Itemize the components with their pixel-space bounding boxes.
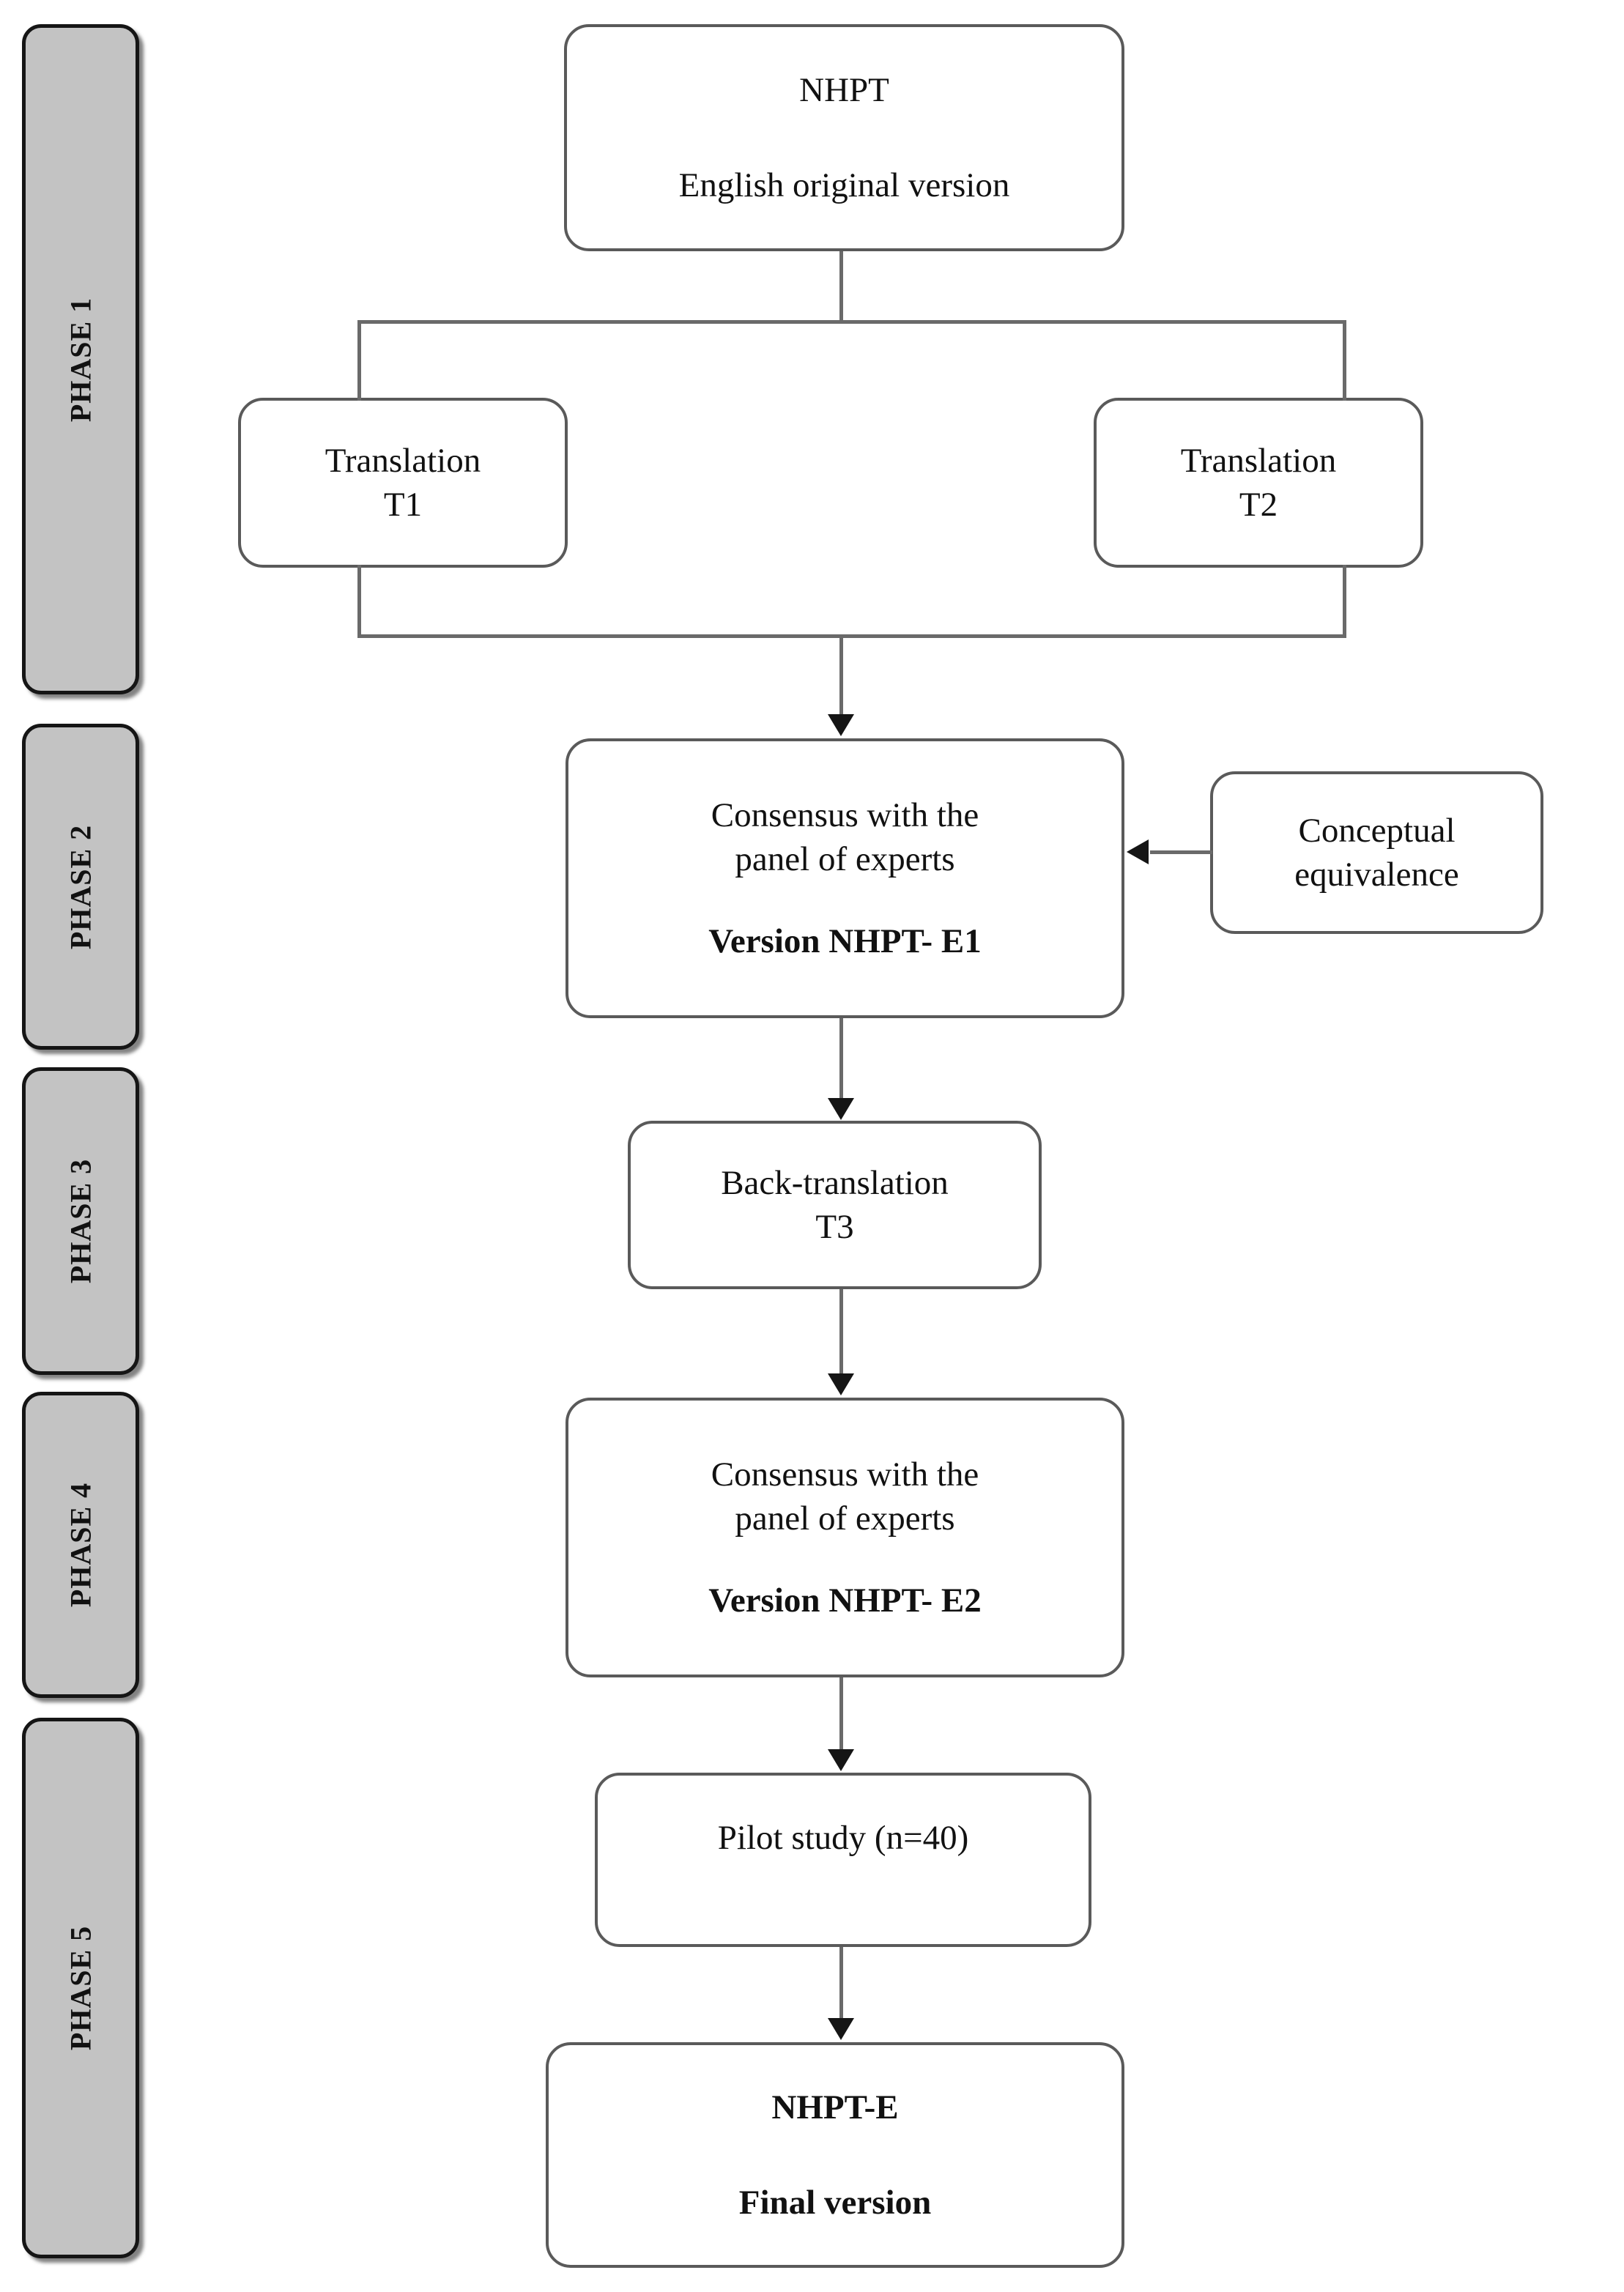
phase-bar-3: PHASE 3	[22, 1067, 139, 1375]
phase-bar-3-label: PHASE 3	[64, 1158, 97, 1284]
node-translation-t2-line1: Translation	[1180, 441, 1337, 480]
arrow-into-consensus-e1	[828, 714, 854, 736]
node-translation-t1-line2: T1	[383, 486, 423, 524]
node-consensus-e1-line2: panel of experts	[735, 839, 955, 878]
connector-split-right-drop	[1343, 320, 1346, 401]
arrow-into-back-translation	[828, 1098, 854, 1120]
node-consensus-e2: Consensus with the panel of experts Vers…	[566, 1398, 1124, 1677]
arrow-into-consensus-e1-side	[1127, 839, 1149, 864]
node-consensus-e1-line1: Consensus with the	[711, 795, 979, 834]
phase-bar-2: PHASE 2	[22, 724, 139, 1050]
arrow-into-pilot-study	[828, 1749, 854, 1771]
node-final-version-subtitle: Final version	[738, 2184, 932, 2222]
node-translation-t1-line1: Translation	[325, 441, 481, 480]
node-source: NHPT English original version	[564, 24, 1124, 251]
connector-split-left-drop	[357, 320, 361, 401]
phase-bar-1-label: PHASE 1	[64, 297, 97, 422]
phase-bar-5-label: PHASE 5	[64, 1925, 97, 2051]
node-final-version: NHPT-E Final version	[546, 2042, 1124, 2268]
node-back-translation-line2: T3	[815, 1208, 854, 1246]
node-consensus-e2-line1: Consensus with the	[711, 1455, 979, 1494]
phase-bar-5: PHASE 5	[22, 1718, 139, 2258]
node-consensus-e2-line2: panel of experts	[735, 1499, 955, 1538]
connector-merge-bus	[357, 634, 1346, 638]
node-back-translation-line1: Back-translation	[721, 1163, 949, 1202]
connector-consensus-e1-to-back-translation	[839, 1018, 843, 1100]
connector-t2-down	[1343, 565, 1346, 638]
node-consensus-e1: Consensus with the panel of experts Vers…	[566, 738, 1124, 1018]
connector-t1-down	[357, 565, 361, 638]
arrow-into-consensus-e2	[828, 1373, 854, 1395]
node-translation-t1: Translation T1	[238, 398, 568, 568]
phase-bar-1: PHASE 1	[22, 24, 139, 694]
node-final-version-title: NHPT-E	[771, 2088, 899, 2126]
connector-pilot-study-to-final-version	[839, 1947, 843, 2020]
node-consensus-e2-version: Version NHPT- E2	[708, 1581, 982, 1620]
phase-bar-4-label: PHASE 4	[64, 1482, 97, 1608]
arrow-into-final-version	[828, 2018, 854, 2040]
connector-conceptual-to-consensus-e1	[1150, 850, 1212, 854]
connector-split-bus	[357, 320, 1346, 324]
node-consensus-e1-version: Version NHPT- E1	[708, 922, 982, 961]
node-source-subtitle: English original version	[678, 166, 1010, 204]
node-pilot-study: Pilot study (n=40)	[595, 1773, 1091, 1947]
node-pilot-study-label: Pilot study (n=40)	[717, 1819, 969, 1857]
phase-bar-4: PHASE 4	[22, 1392, 139, 1698]
connector-source-to-split	[839, 251, 843, 323]
node-conceptual-equivalence-line2: equivalence	[1294, 856, 1459, 894]
node-translation-t2-line2: T2	[1239, 486, 1278, 524]
connector-consensus-e2-to-pilot-study	[839, 1677, 843, 1752]
connector-back-translation-to-consensus-e2	[839, 1289, 843, 1376]
node-conceptual-equivalence-line1: Conceptual	[1298, 811, 1456, 850]
connector-merge-to-consensus-e1	[839, 634, 843, 716]
node-source-title: NHPT	[799, 70, 889, 109]
node-back-translation: Back-translation T3	[628, 1121, 1042, 1289]
phase-bar-2-label: PHASE 2	[64, 824, 97, 949]
node-translation-t2: Translation T2	[1094, 398, 1423, 568]
node-conceptual-equivalence: Conceptual equivalence	[1210, 771, 1543, 934]
